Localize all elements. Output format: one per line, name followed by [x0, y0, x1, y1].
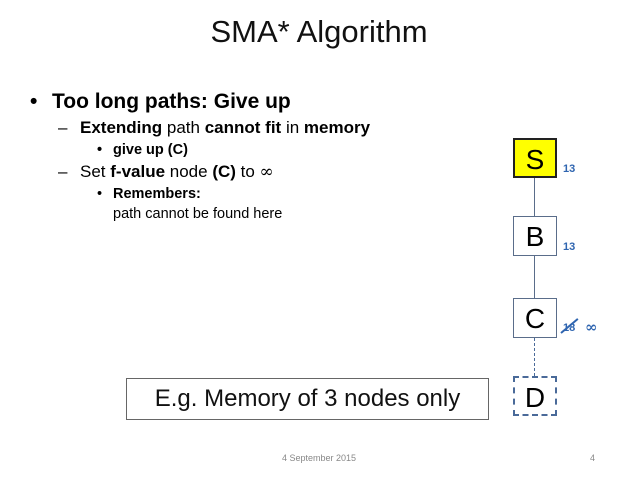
fvalue-c-struck: 18 [563, 322, 576, 334]
slide-title: SMA* Algorithm [210, 14, 428, 49]
node-b: B [513, 216, 557, 256]
text-path: path [162, 118, 205, 137]
bullet-list: • Too long paths: Give up – Extending pa… [30, 88, 500, 224]
text-to: to [235, 162, 260, 181]
fvalue-b: 13 [563, 241, 576, 253]
text-set: Set [80, 162, 111, 181]
bullet-marker: • [97, 142, 103, 158]
sub-sub-bullet-remembers: • Remembers: path cannot be found here [30, 184, 500, 224]
node-d: D [513, 376, 557, 416]
search-tree-diagram: S 13 B 13 C 18 ∞ D [505, 138, 625, 428]
bold-remembers: Remembers: [113, 186, 201, 202]
bold-f-value: f-value [110, 162, 166, 181]
dash-marker: – [58, 162, 68, 181]
bold-extending: Extending [80, 118, 163, 137]
text-node: node [165, 162, 213, 181]
node-s: S [513, 138, 557, 178]
bullet-too-long-paths: • Too long paths: Give up [30, 88, 500, 116]
sub-sub-bullet-give-up: • give up (C) [30, 140, 500, 160]
edge-b-c [534, 256, 535, 298]
bullet-marker: • [30, 90, 38, 113]
example-box: E.g. Memory of 3 nodes only [126, 378, 489, 420]
dash-marker: – [58, 118, 68, 137]
remembers-text: path cannot be found here [113, 206, 283, 222]
edge-c-d [534, 338, 535, 376]
text-in: in [281, 118, 304, 137]
node-c: C [513, 298, 557, 338]
sub-bullet-extending-path: – Extending path cannot fit in memory [30, 116, 500, 140]
bold-cannot-fit: cannot fit [204, 118, 282, 137]
footer-date: 4 September 2015 [281, 453, 357, 463]
sub-bullet-set-f-value: – Set f-value node (C) to ∞ [30, 160, 500, 184]
edge-s-b [534, 178, 535, 216]
bullet-marker: • [97, 186, 103, 202]
bullet-text: give up (C) [113, 142, 188, 158]
fvalue-s: 13 [563, 163, 576, 175]
fvalue-c-infinity: ∞ [585, 318, 598, 336]
bold-memory: memory [303, 118, 371, 137]
bold-c: (C) [212, 162, 236, 181]
infinity-symbol: ∞ [259, 162, 274, 182]
footer-page-number: 4 [590, 453, 596, 463]
bullet-text: Too long paths: Give up [52, 90, 291, 113]
